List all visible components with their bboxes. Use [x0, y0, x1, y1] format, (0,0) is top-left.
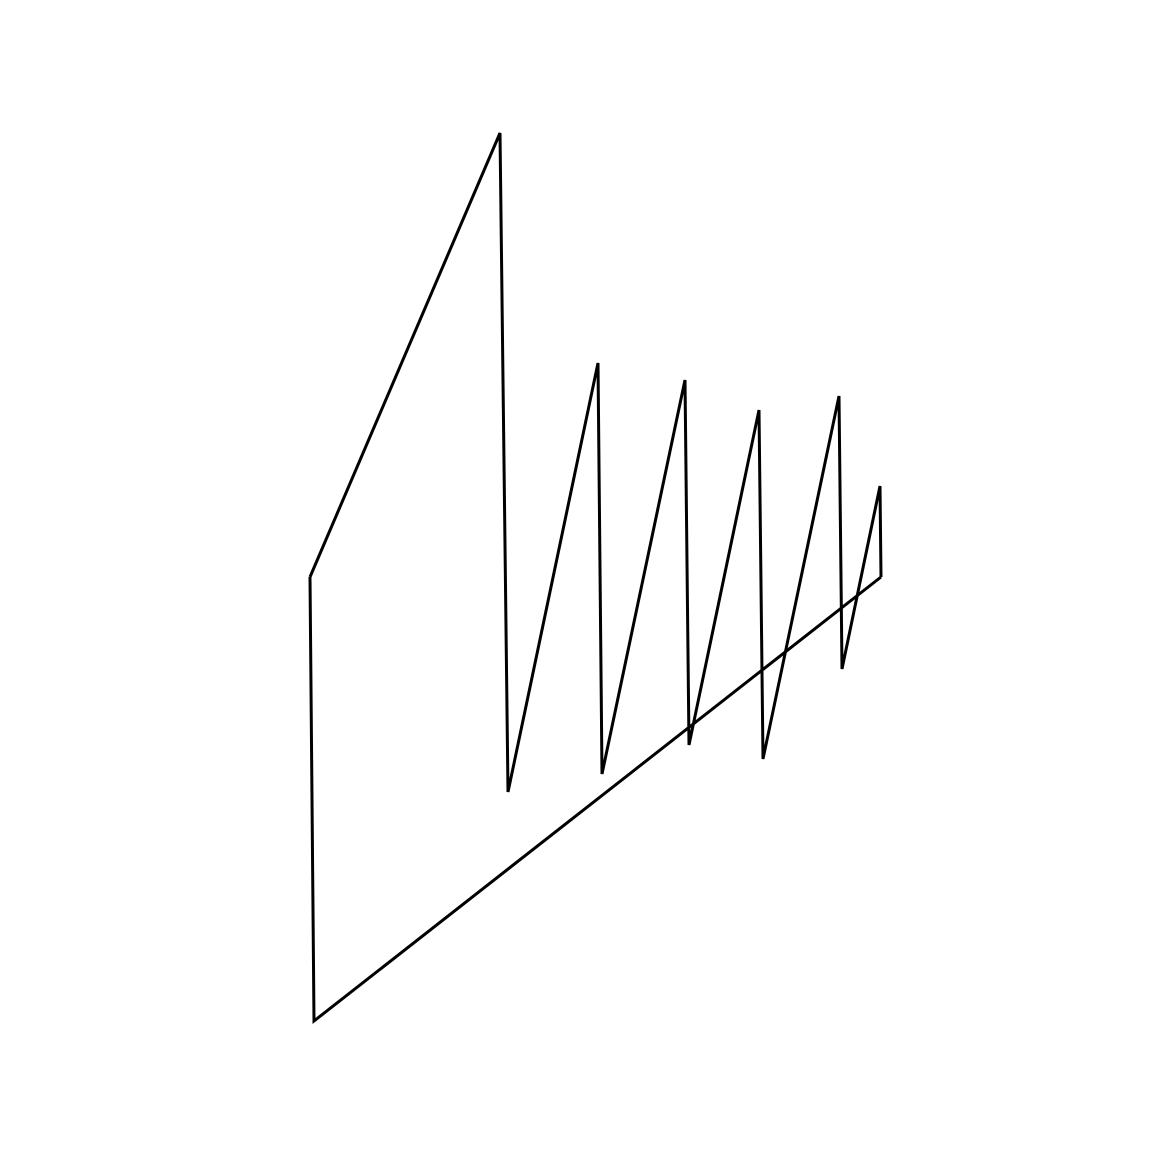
zigzag-line	[308, 132, 883, 793]
diagonal-line	[308, 575, 882, 1025]
